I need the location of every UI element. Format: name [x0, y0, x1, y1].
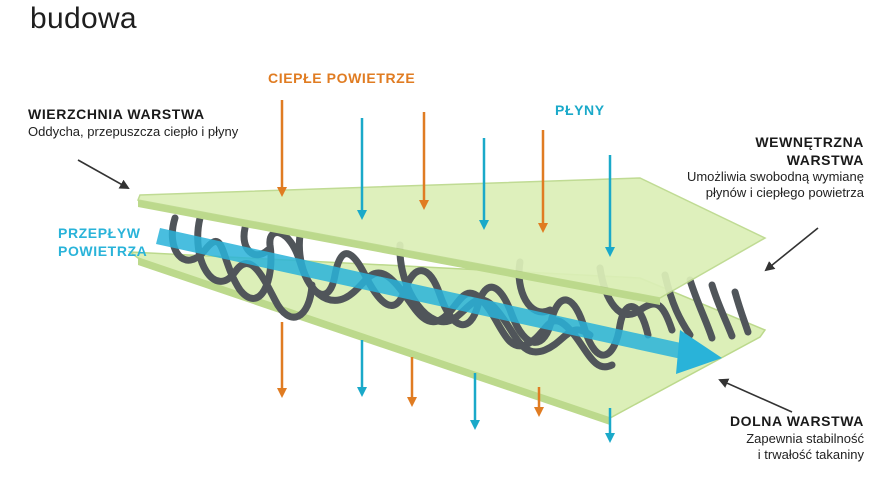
airflow-label-line1: PRZEPŁYW — [58, 225, 141, 241]
top-layer-callout: WIERZCHNIA WARSTWA Oddycha, przepuszcza … — [28, 106, 238, 140]
bottom-layer-callout: DOLNA WARSTWA Zapewnia stabilność i trwa… — [730, 413, 864, 463]
bottom-layer-pointer — [718, 378, 793, 413]
inner-layer-name-line2: WARSTWA — [786, 151, 864, 168]
top-layer-pointer — [77, 159, 130, 189]
bottom-layer-desc-line1: Zapewnia stabilność — [746, 430, 864, 446]
airflow-label: PRZEPŁYW POWIETRZA — [58, 224, 147, 260]
inner-layer-name-line1: WEWNĘTRZNA — [755, 134, 864, 150]
warm-air-arrows — [277, 100, 548, 417]
airflow-arrow — [156, 228, 722, 374]
airflow-label-line2: POWIETRZA — [58, 243, 148, 260]
inner-layer-pointer — [764, 227, 819, 272]
page-title: budowa — [30, 2, 137, 35]
inner-layer-callout: WEWNĘTRZNA WARSTWA Umożliwia swobodną wy… — [687, 134, 864, 202]
top-layer-name: WIERZCHNIA WARSTWA — [28, 106, 205, 122]
top-layer — [136, 177, 767, 305]
inner-layer-desc-line1: Umożliwia swobodną wymianę — [686, 169, 864, 184]
bottom-layer-name: DOLNA WARSTWA — [729, 413, 864, 429]
fluids-label: PŁYNY — [555, 102, 605, 118]
bottom-layer-desc-line2: i trwałość takaniny — [757, 446, 864, 462]
fluid-arrows — [357, 118, 615, 443]
warm-air-label: CIEPŁE POWIETRZE — [268, 70, 416, 86]
inner-layer-desc-line2: płynów i ciepłego powietrza — [705, 185, 864, 201]
pointer-arrows — [77, 159, 819, 413]
top-layer-desc: Oddycha, przepuszcza ciepło i płyny — [28, 123, 239, 139]
